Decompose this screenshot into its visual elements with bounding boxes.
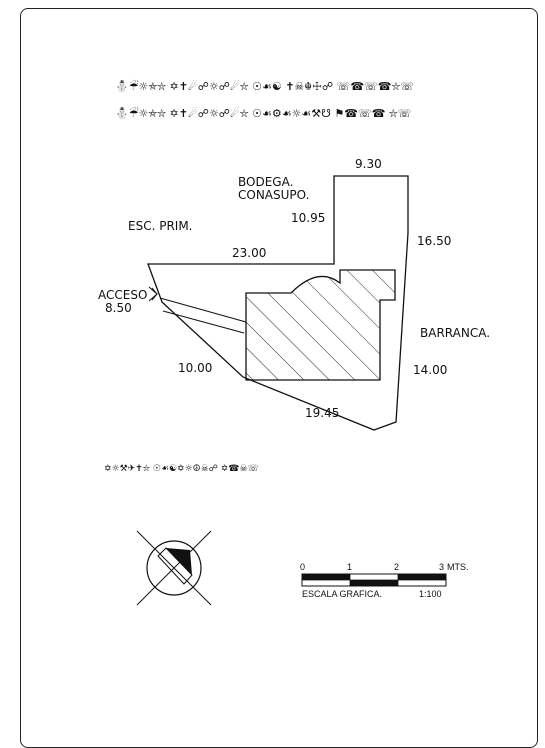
dim-left-bottom: 10.00 — [178, 361, 212, 375]
barranca-label: BARRANCA. — [420, 326, 490, 340]
dim-right: 16.50 — [417, 234, 451, 248]
scale-tick-0: 0 — [300, 562, 305, 572]
scale-unit: MTS. — [447, 562, 469, 572]
graphic-scale: 0 1 2 3 MTS. ESCALA GRAFICA. 1:100 — [300, 562, 469, 599]
dim-right-lower: 14.00 — [413, 363, 447, 377]
acceso-label: ACCESO — [98, 288, 147, 302]
header-line-1: ⛄☔☼⛤⛥ ✡✝☄☍☼☍☄⛥ ☉☙☯ ✝☠☬☩☍ ☏☎☏☎⛥☏ — [115, 79, 414, 93]
bodega-label: BODEGA. — [238, 175, 293, 189]
footer-note: ✡☼⚒✈✝⛥ ☉☙☯✡☼☮☠☍ ✡☎☠☏ — [104, 464, 259, 474]
dim-top: 9.30 — [355, 157, 382, 171]
esc-prim-label: ESC. PRIM. — [128, 219, 193, 233]
building-footprint — [245, 269, 396, 381]
dim-acceso: 8.50 — [105, 301, 132, 315]
scale-ratio: 1:100 — [419, 589, 442, 599]
access-road — [148, 286, 247, 334]
scale-tick-1: 1 — [347, 562, 352, 572]
dim-bottom: 19.45 — [305, 406, 339, 420]
dim-inner-vertical: 10.95 — [291, 211, 325, 225]
site-plan: ⛄☔☼⛤⛥ ✡✝☄☍☼☍☄⛥ ☉☙☯ ✝☠☬☩☍ ☏☎☏☎⛥☏ ⛄☔☼⛤⛥ ✡✝… — [98, 79, 490, 606]
scale-tick-2: 2 — [394, 562, 399, 572]
scale-tick-3: 3 — [439, 562, 444, 572]
scale-caption: ESCALA GRAFICA. — [302, 589, 382, 599]
dim-upper: 23.00 — [232, 246, 266, 260]
header-line-2: ⛄☔☼⛤⛥ ✡✝☄☍☼☍☄⛥ ☉☙⚙☙☼☙⚒☋ ⚑☎☏☎ ⛥☏ — [115, 106, 411, 120]
site-boundary — [147, 175, 409, 431]
conasupo-label: CONASUPO. — [238, 188, 309, 202]
north-arrow-icon — [136, 530, 212, 606]
